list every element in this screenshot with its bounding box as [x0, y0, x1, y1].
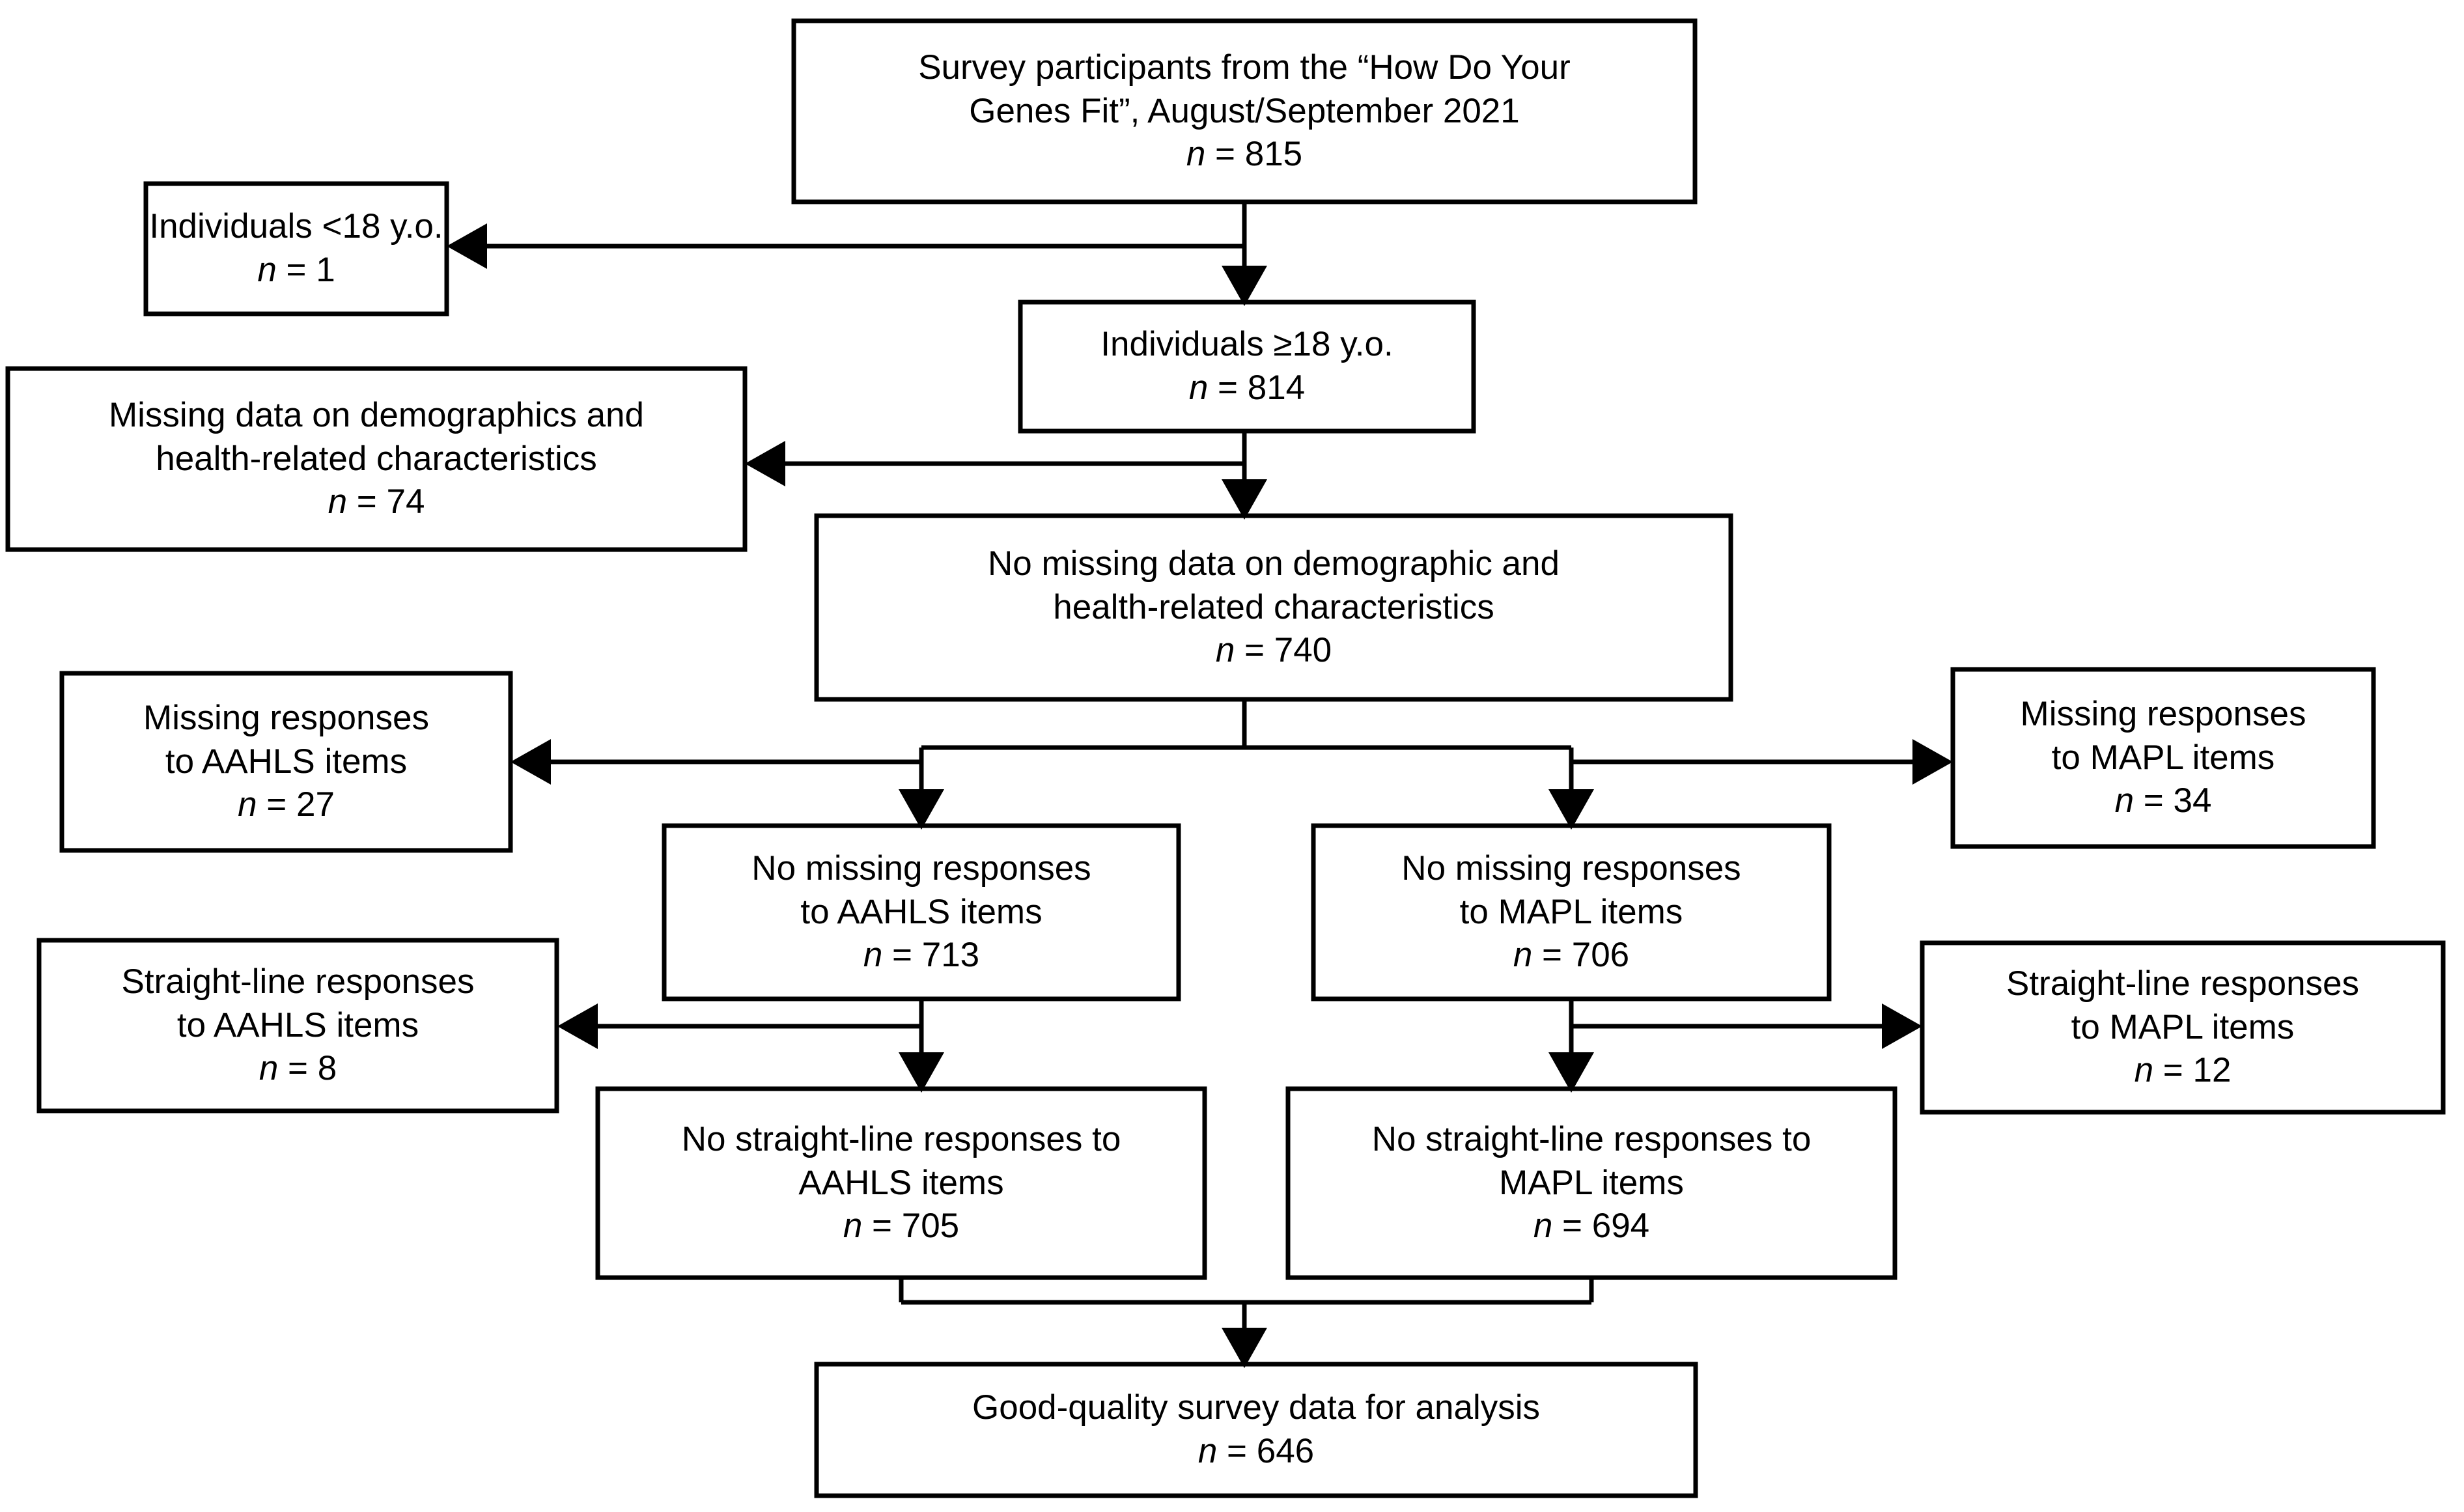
box-excluded-straightline-mapl	[1920, 940, 2446, 1115]
box-excluded-missing-mapl	[1950, 667, 2376, 849]
connector-to-excluded-missing-mapl	[1571, 739, 1953, 785]
box-adults	[1018, 300, 1476, 434]
box-excluded-missing-demographics	[5, 366, 748, 552]
connector-source-to-excluded-minors	[447, 223, 1244, 269]
connector-to-excluded-missing-aahls	[511, 739, 921, 785]
box-final-analysis-sample	[814, 1362, 1698, 1498]
connector-adults-to-excluded-missing-demographics	[745, 441, 1244, 486]
box-excluded-minors	[143, 181, 449, 316]
box-no-straightline-mapl	[1285, 1086, 1897, 1280]
box-excluded-missing-aahls	[59, 671, 513, 853]
connector-merge-to-final	[899, 1278, 1594, 1368]
box-excluded-straightline-aahls	[36, 938, 559, 1113]
box-no-straightline-aahls	[595, 1086, 1207, 1280]
connector-source-to-adults	[1222, 202, 1267, 306]
box-no-missing-aahls	[662, 823, 1181, 1001]
box-source	[791, 18, 1698, 204]
connector-aahls-to-no-straightline	[557, 999, 944, 1093]
connector-adults-to-no-missing-demographics	[1222, 431, 1267, 520]
connector-mapl-to-no-straightline	[1548, 999, 1922, 1093]
box-no-missing-mapl	[1311, 823, 1832, 1001]
connector-split-bar-aahls-mapl	[899, 699, 1594, 830]
box-no-missing-demographics	[814, 513, 1733, 702]
